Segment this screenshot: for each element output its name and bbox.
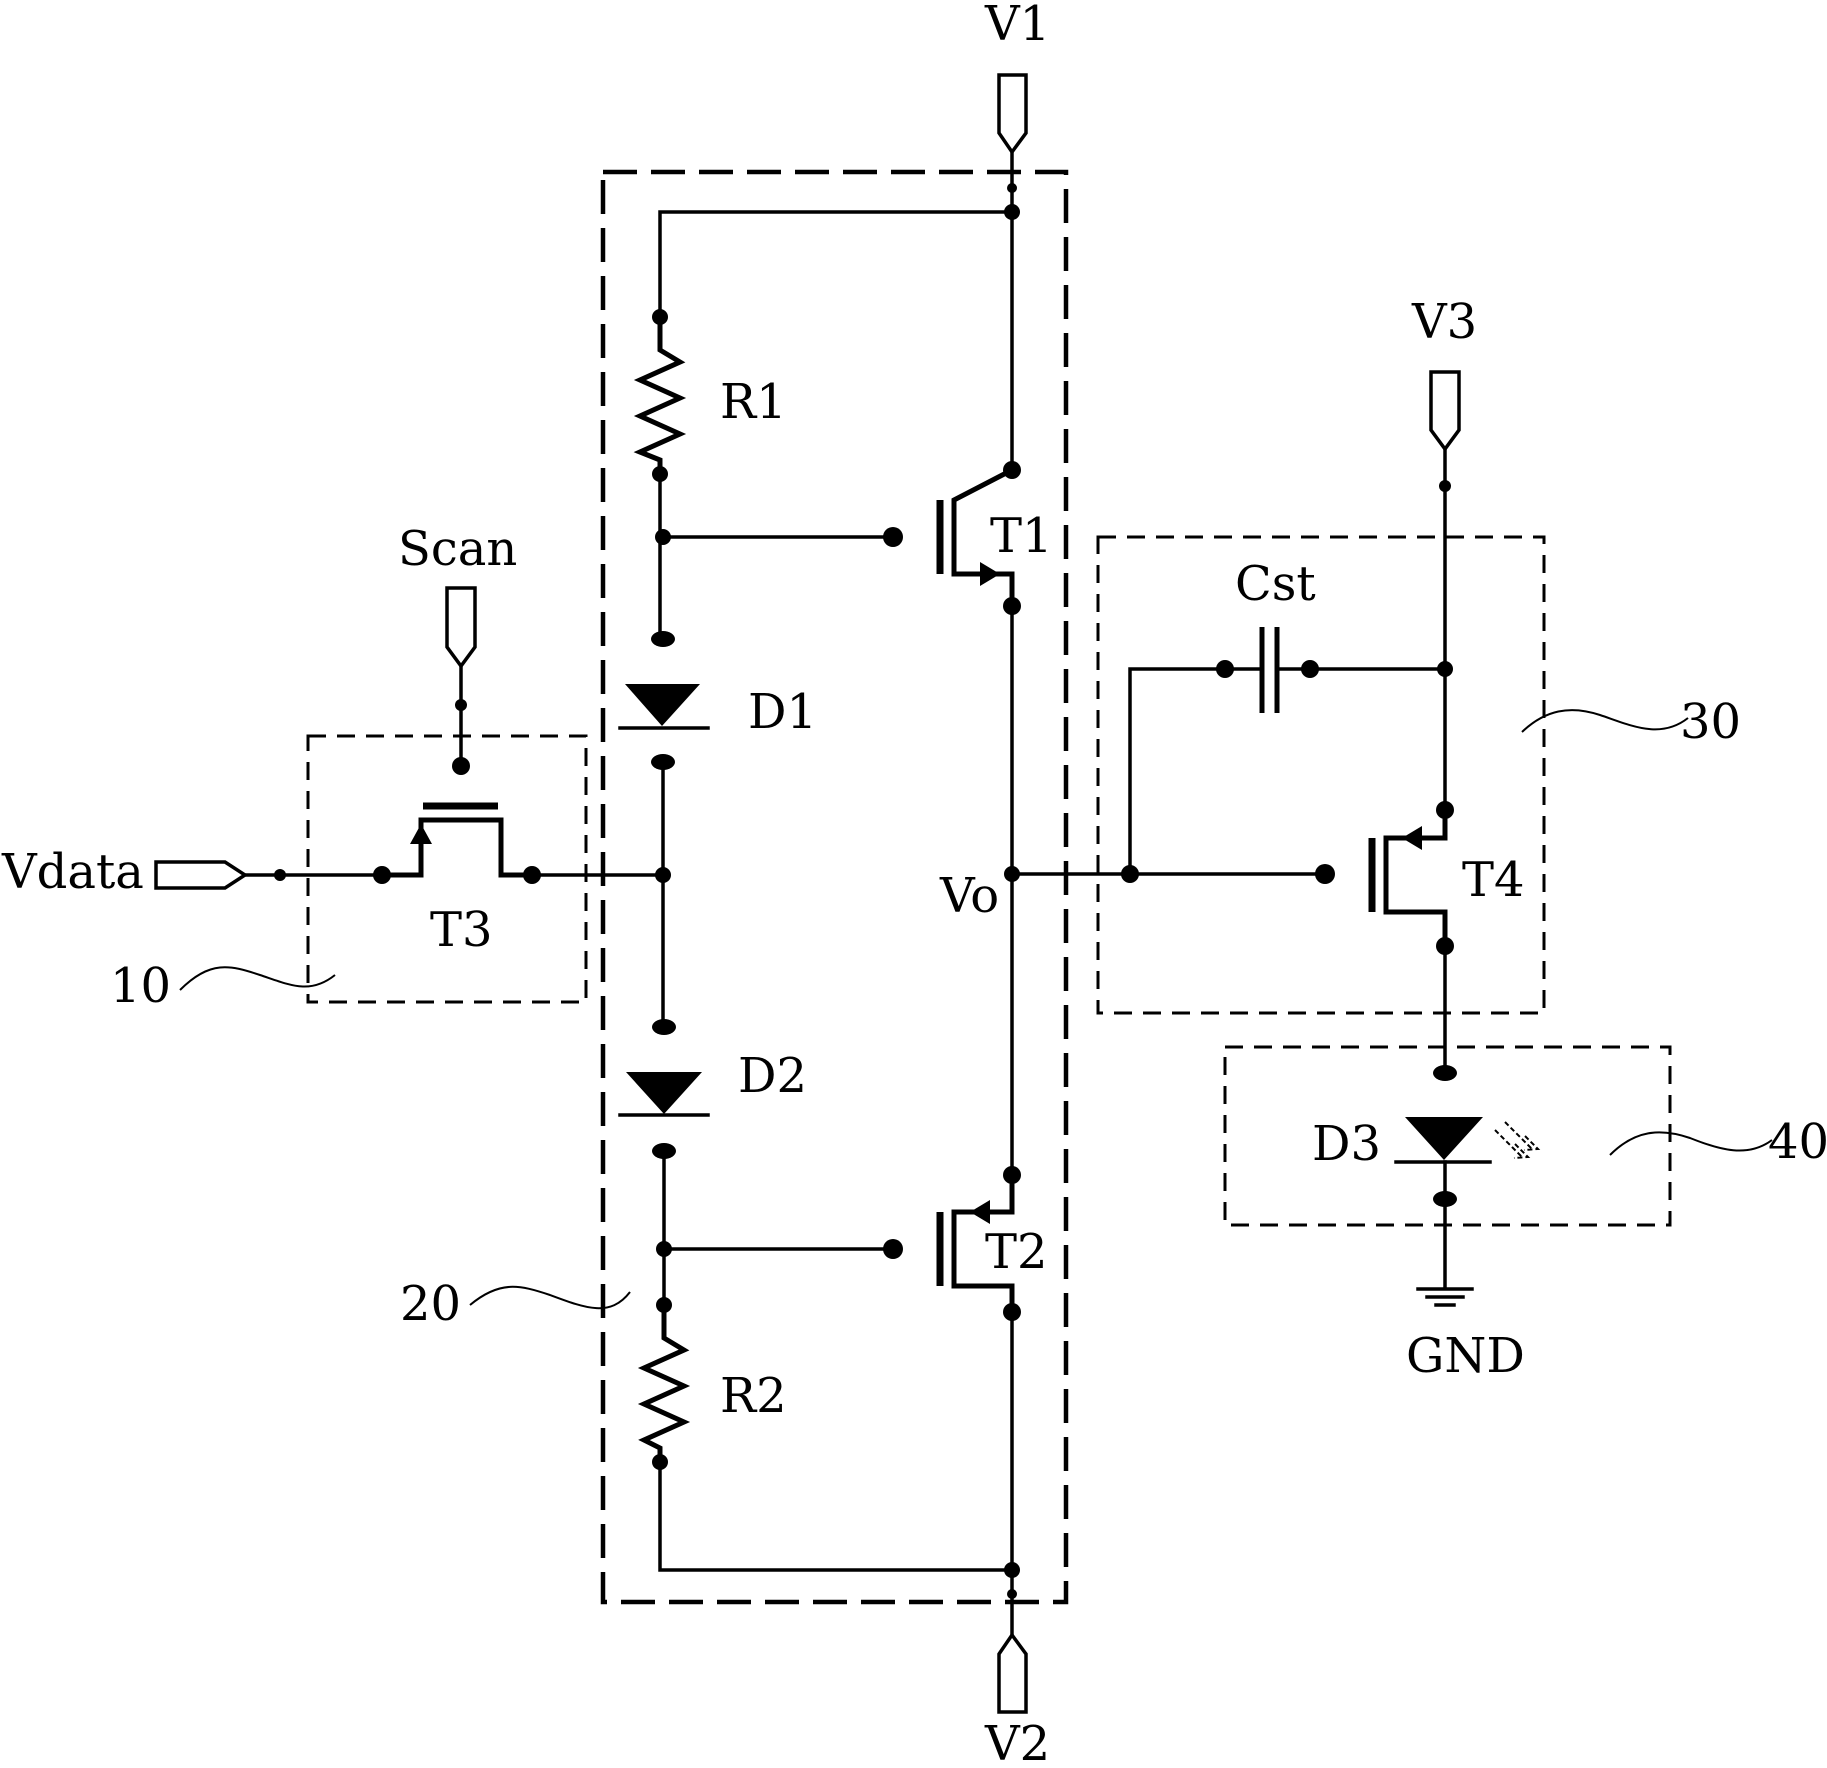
gnd-label: GND (1406, 1328, 1525, 1384)
t3-label: T3 (430, 902, 493, 958)
v2-label: V2 (984, 1716, 1050, 1768)
t4-arrow (1402, 826, 1422, 850)
v1-terminal (997, 73, 1028, 156)
cst-label: Cst (1235, 556, 1316, 612)
transistor-t3 (382, 817, 532, 878)
d3-label: D3 (1312, 1116, 1381, 1172)
t4-label: T4 (1462, 852, 1525, 908)
module-20-box (600, 169, 1069, 1605)
r1-label: R1 (720, 374, 787, 430)
diode-d1 (625, 684, 700, 726)
resistor-r2 (637, 1305, 691, 1462)
t1-label: T1 (990, 508, 1053, 564)
module-20-label: 20 (400, 1276, 461, 1332)
t2-arrow (970, 1200, 990, 1224)
vdata-label: Vdata (1, 844, 144, 900)
scan-terminal (445, 586, 477, 669)
ground-icon (1416, 1287, 1474, 1307)
t3-arrow (410, 824, 432, 844)
d2-label: D2 (738, 1048, 807, 1104)
r1-top-wire (658, 210, 1014, 319)
v1-label: V1 (984, 0, 1050, 52)
d1-label: D1 (748, 684, 817, 740)
module-40-label: 40 (1768, 1114, 1827, 1170)
t2-label: T2 (985, 1224, 1048, 1280)
module-40-leader (1609, 1131, 1773, 1156)
r2-bottom-wire (658, 1460, 1014, 1572)
r2-label: R2 (720, 1368, 787, 1424)
transistor-t4 (1383, 810, 1448, 946)
v3-label: V3 (1411, 294, 1477, 350)
cst-left-wire (1128, 667, 1227, 876)
module-30-box (1096, 535, 1546, 1015)
led-d3 (1405, 1117, 1483, 1160)
light-emission-icon (1494, 1121, 1541, 1159)
junction-dots (274, 183, 1457, 1599)
module-10-box (306, 734, 588, 1004)
scan-label: Scan (398, 521, 517, 577)
transistor-t2 (951, 1175, 1015, 1312)
module-10-leader (179, 966, 336, 991)
v3-terminal (1429, 370, 1461, 452)
resistor-r1 (633, 317, 687, 474)
module-30-leader (1521, 709, 1689, 733)
vo-label: Vo (939, 868, 999, 924)
module-10-label: 10 (110, 958, 171, 1014)
v2-terminal (997, 1631, 1028, 1714)
t1-arrow (980, 562, 1000, 586)
module-30-label: 30 (1680, 694, 1741, 750)
vdata-terminal (154, 860, 249, 890)
diode-d2 (626, 1072, 702, 1114)
transistor-t1 (951, 467, 1015, 606)
module-20-leader (469, 1285, 631, 1310)
module-40-box (1223, 1045, 1672, 1227)
